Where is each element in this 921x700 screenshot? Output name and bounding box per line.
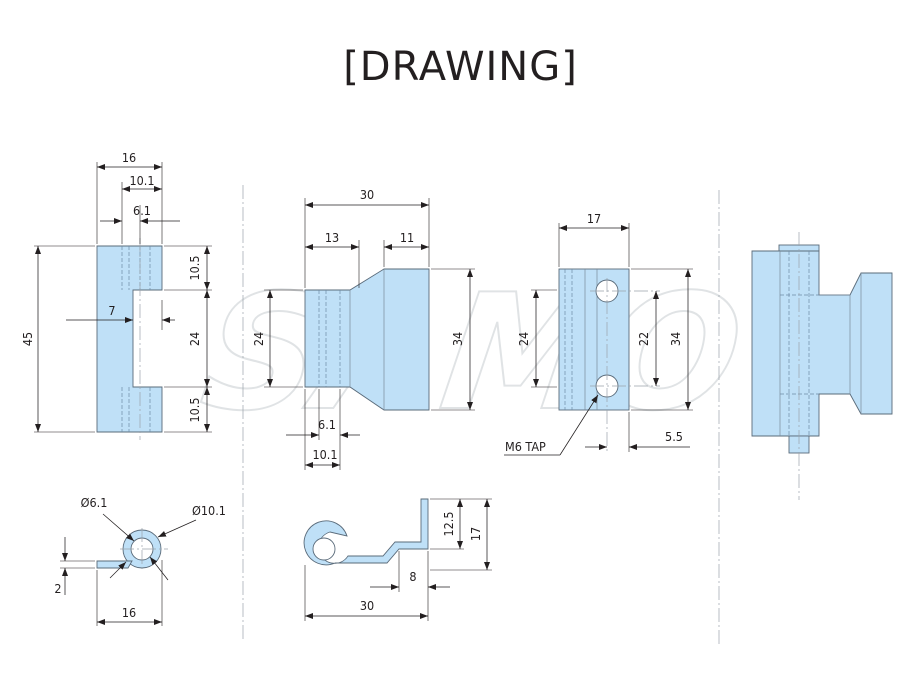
dim-label-profile-total-height: 17 bbox=[468, 527, 483, 541]
dim-label-front-bottom-knuckle: 10.5 bbox=[187, 397, 202, 422]
dim-label-plate-width: 17 bbox=[587, 211, 601, 226]
assembly-view-part bbox=[751, 250, 893, 437]
tap-label: M6 TAP bbox=[505, 439, 546, 454]
dim-label-front-top-knuckle: 10.5 bbox=[187, 255, 202, 280]
plate-view-part bbox=[558, 268, 630, 411]
plate-view: 17 24 22 34 5.5 M6 TAP bbox=[504, 211, 693, 456]
dim-label-side-outer: 10.1 bbox=[312, 447, 337, 462]
dim-label-plate-edge-offset: 5.5 bbox=[665, 429, 683, 444]
dim-label-plate-hole-span: 24 bbox=[516, 332, 531, 346]
front-view: 16 10.1 6.1 45 7 10.5 24 10.5 bbox=[20, 150, 212, 440]
dim-label-top-width: 16 bbox=[122, 605, 136, 620]
drawing-title: [DRAWING] bbox=[343, 44, 578, 90]
dim-label-side-knuckle-height: 24 bbox=[251, 332, 266, 346]
dim-label-front-height: 45 bbox=[20, 332, 35, 346]
dim-label-front-gap: 24 bbox=[187, 332, 202, 346]
assembly-view bbox=[751, 232, 893, 500]
dim-label-plate-height: 34 bbox=[668, 332, 683, 346]
dim-label-plate-hole-pitch: 22 bbox=[636, 332, 651, 346]
dim-label-front-bore: 6.1 bbox=[133, 203, 151, 218]
watermark: SAMO bbox=[192, 260, 752, 446]
front-view-part bbox=[96, 245, 163, 433]
dim-label-side-length: 30 bbox=[360, 187, 374, 202]
dim-label-top-inner-dia: Ø6.1 bbox=[81, 495, 108, 510]
dim-label-front-gap-width: 7 bbox=[108, 303, 115, 318]
dim-label-side-bore: 6.1 bbox=[318, 417, 336, 432]
side-view-part bbox=[304, 268, 430, 411]
dim-label-profile-step: 8 bbox=[409, 569, 416, 584]
dim-label-front-inner-width: 10.1 bbox=[129, 173, 154, 188]
dim-label-profile-length: 30 bbox=[360, 598, 374, 613]
side-view: 30 13 11 24 34 6.1 10.1 bbox=[251, 187, 475, 470]
dim-label-top-thickness: 2 bbox=[54, 581, 61, 596]
dim-label-profile-leg-height: 12.5 bbox=[441, 511, 456, 536]
dim-label-top-outer-dia: Ø10.1 bbox=[192, 503, 226, 518]
profile-view: 12.5 17 8 30 bbox=[303, 498, 492, 621]
dim-label-side-knuckle: 13 bbox=[325, 230, 339, 245]
dim-label-side-plate-height: 34 bbox=[450, 332, 465, 346]
dim-label-front-width: 16 bbox=[122, 150, 136, 165]
dim-label-side-flange: 11 bbox=[400, 230, 414, 245]
top-view: 16 2 Ø6.1 Ø10.1 bbox=[54, 495, 226, 626]
